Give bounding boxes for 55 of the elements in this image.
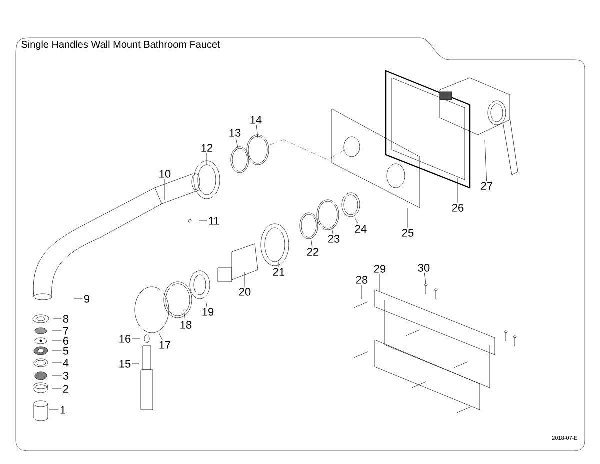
callout-number: 20	[239, 288, 251, 296]
callout-number: 29	[374, 265, 386, 273]
callout-number: 17	[160, 341, 171, 349]
leader-line	[158, 332, 163, 340]
callout-number: 12	[202, 144, 213, 152]
leader-line	[52, 340, 62, 342]
leader-line	[424, 272, 426, 284]
callout-number: 27	[481, 182, 493, 190]
callout-number: 26	[452, 204, 464, 212]
callout-number: 21	[273, 268, 285, 276]
callout-number: 1	[60, 406, 66, 414]
mounting-bracket-drawing	[354, 284, 517, 414]
callout-number: 14	[250, 116, 262, 124]
leader-line	[236, 138, 238, 148]
leader-line	[198, 220, 208, 222]
leader-line	[52, 350, 62, 352]
callout-number: 5	[63, 347, 69, 355]
leader-line	[132, 338, 140, 340]
leader-line	[256, 124, 258, 138]
leader-line	[354, 218, 358, 224]
leader-line	[206, 152, 208, 166]
leader-line	[278, 262, 280, 268]
leader-line	[244, 272, 246, 288]
callout-number: 6	[64, 337, 69, 345]
callout-number: 30	[418, 264, 430, 272]
callout-number: 22	[307, 248, 319, 256]
leader-line	[52, 362, 62, 364]
subtitle: Single Handles Wall Mount Bathroom Faucet	[22, 40, 220, 50]
callout-number: 25	[402, 229, 414, 237]
callout-number: 13	[230, 129, 241, 137]
callout-number: 18	[180, 321, 192, 329]
leader-line	[332, 228, 334, 234]
callout-number: 4	[63, 359, 69, 367]
callout-number: 10	[160, 170, 171, 178]
callout-number: 3	[63, 372, 69, 380]
leader-line	[310, 238, 312, 248]
leader-line	[52, 318, 62, 320]
callout-number: 28	[356, 276, 368, 284]
callout-number: 16	[120, 335, 131, 343]
callout-number: 7	[64, 327, 68, 335]
leader-line	[206, 300, 208, 308]
callout-number: 19	[202, 308, 214, 316]
callout-number: 9	[84, 295, 90, 303]
callout-number: 2	[64, 385, 68, 393]
leader-line	[52, 388, 62, 390]
callout-number: 24	[355, 225, 367, 233]
callout-number: 15	[120, 360, 131, 368]
callout-number: 23	[328, 235, 340, 243]
callout-number: 11	[209, 217, 220, 225]
leader-line	[52, 330, 62, 332]
callout-number: 8	[63, 315, 69, 323]
leader-line	[74, 298, 83, 300]
leader-line	[184, 310, 186, 320]
leader-line	[484, 140, 487, 182]
leader-line	[164, 178, 166, 200]
